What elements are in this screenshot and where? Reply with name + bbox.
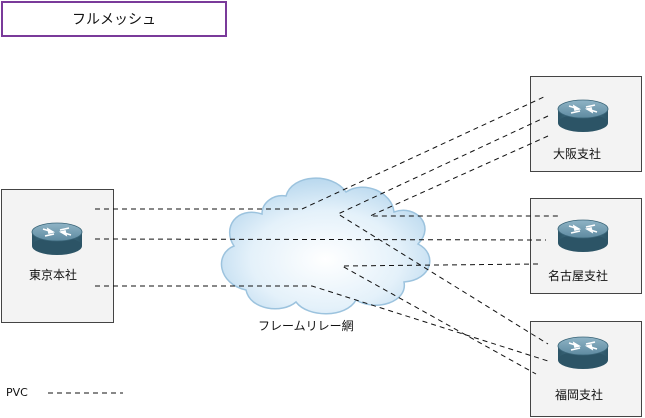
- site-label-osaka: 大阪支社: [553, 147, 602, 161]
- site-label-nagoya: 名古屋支社: [548, 269, 609, 283]
- cloud-label: フレームリレー網: [258, 319, 354, 333]
- pvc-link-nagoya-fukuoka: [340, 263, 539, 375]
- cloud-icon: [220, 177, 431, 315]
- pvc-link-osaka-fukuoka: [336, 115, 549, 345]
- pvc-links: [94, 95, 560, 375]
- diagram-title: フルメッシュ: [72, 12, 156, 28]
- site-box-tokyo: [1, 189, 114, 323]
- pvc-link-osaka-nagoya: [369, 135, 560, 217]
- pvc-link-tokyo-osaka: [95, 95, 547, 210]
- router-icon: [557, 336, 609, 370]
- router-icon: [557, 219, 609, 253]
- pvc-link-tokyo-fukuoka: [95, 285, 549, 362]
- router-icon: [31, 222, 83, 256]
- site-label-tokyo: 東京本社: [29, 268, 78, 282]
- pvc-link-tokyo-nagoya: [94, 238, 547, 241]
- diagram-title-box: フルメッシュ: [1, 1, 227, 37]
- router-icon: [557, 99, 609, 133]
- site-label-fukuoka: 福岡支社: [555, 388, 604, 402]
- legend-label: PVC: [6, 386, 28, 399]
